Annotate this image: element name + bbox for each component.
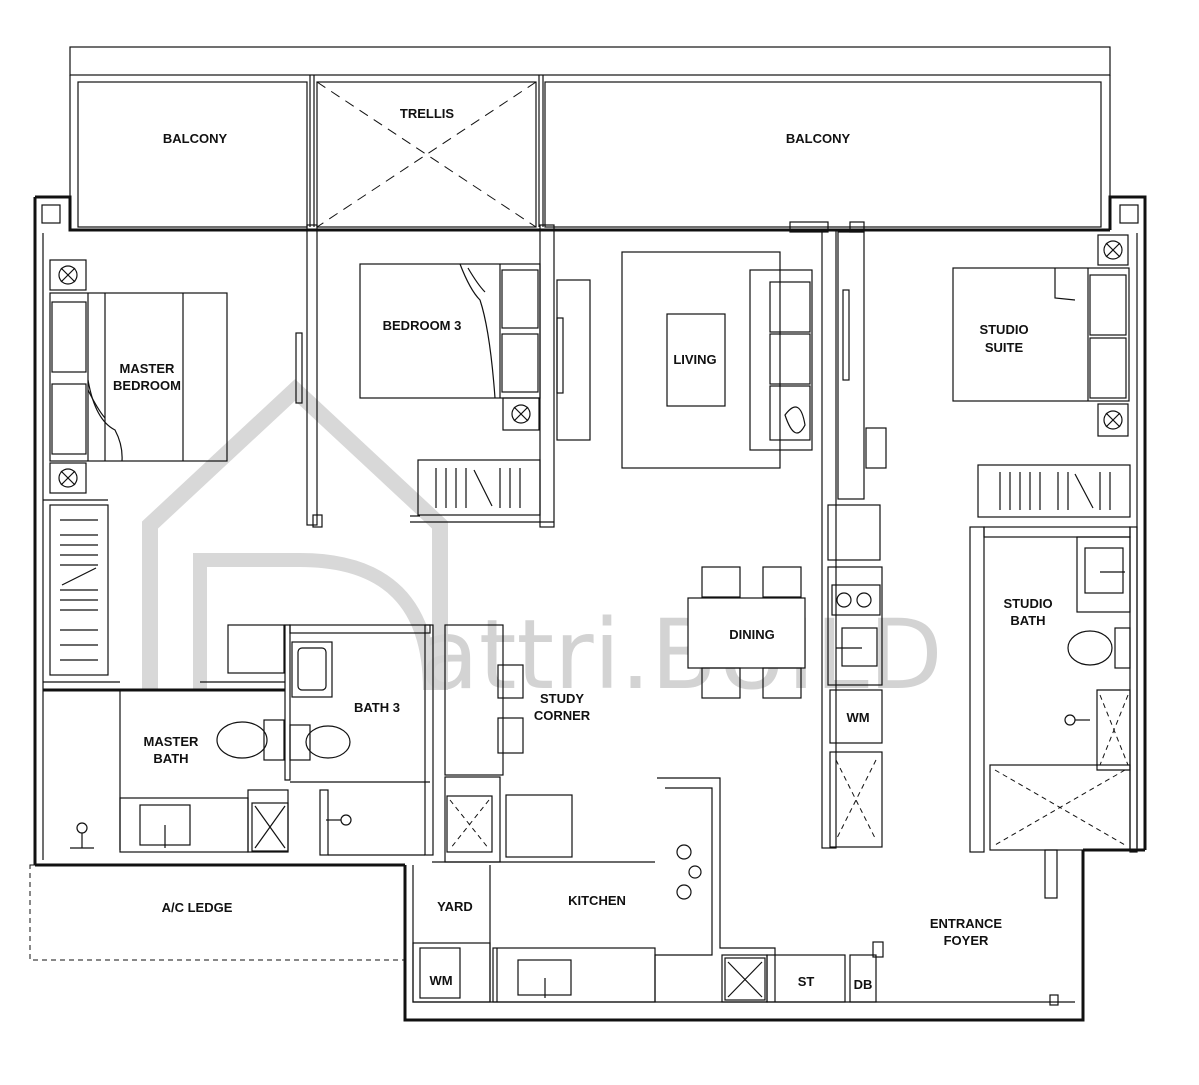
label-study-corner-2: CORNER (534, 708, 591, 723)
fridge (505, 794, 573, 858)
label-wm-yard: WM (429, 973, 452, 988)
wm-kitchen-box (829, 689, 883, 744)
sofa (749, 269, 813, 451)
label-ac-ledge: A/C LEDGE (162, 900, 233, 915)
trellis-cross (316, 81, 537, 228)
label-study-corner-1: STUDY (540, 691, 584, 706)
watermark-text: attri.BUILD (420, 599, 943, 711)
label-entrance-foyer-2: FOYER (944, 933, 989, 948)
label-master-bath-1: MASTER (144, 734, 200, 749)
balcony-right (544, 81, 1102, 228)
interior-walls (43, 221, 1138, 1006)
label-master-bedroom-2: BEDROOM (113, 378, 181, 393)
furniture (29, 234, 1131, 1001)
dining-table (687, 597, 806, 669)
label-studio-bath-2: BATH (1010, 613, 1045, 628)
bedroom3-bed (359, 263, 541, 399)
bedroom3-wardrobe (417, 459, 541, 516)
label-st: ST (798, 974, 815, 989)
label-living: LIVING (673, 352, 716, 367)
label-dining: DINING (729, 627, 775, 642)
studio-wardrobe (977, 464, 1131, 518)
label-kitchen: KITCHEN (568, 893, 626, 908)
studio-bed (952, 267, 1130, 402)
kitchen-counter-east (827, 566, 883, 686)
master-wardrobe (49, 504, 109, 676)
label-balcony-right: BALCONY (786, 131, 851, 146)
column-right (1119, 204, 1139, 224)
label-studio-suite-1: STUDIO (979, 322, 1028, 337)
balcony-left (77, 81, 308, 228)
label-wm-kitchen: WM (846, 710, 869, 725)
living-rug (621, 251, 781, 469)
label-balcony-left: BALCONY (163, 131, 228, 146)
label-entrance-foyer-1: ENTRANCE (930, 916, 1003, 931)
label-master-bath-2: BATH (153, 751, 188, 766)
label-db: DB (854, 977, 873, 992)
trellis-area (316, 81, 537, 228)
column-left (41, 204, 61, 224)
master-bed (49, 292, 228, 462)
room-labels: BALCONY TRELLIS BALCONY MASTER BEDROOM B… (113, 106, 1053, 992)
label-bedroom3: BEDROOM 3 (383, 318, 462, 333)
label-yard: YARD (437, 899, 473, 914)
label-bath3: BATH 3 (354, 700, 400, 715)
label-trellis: TRELLIS (400, 106, 454, 121)
label-master-bedroom-1: MASTER (120, 361, 176, 376)
watermark-logo: attri.BUILD (142, 379, 943, 711)
label-studio-bath-1: STUDIO (1003, 596, 1052, 611)
ac-ledge-outline (29, 864, 406, 961)
coffee-table (666, 313, 726, 407)
door-markers (295, 289, 850, 404)
label-studio-suite-2: SUITE (985, 340, 1024, 355)
